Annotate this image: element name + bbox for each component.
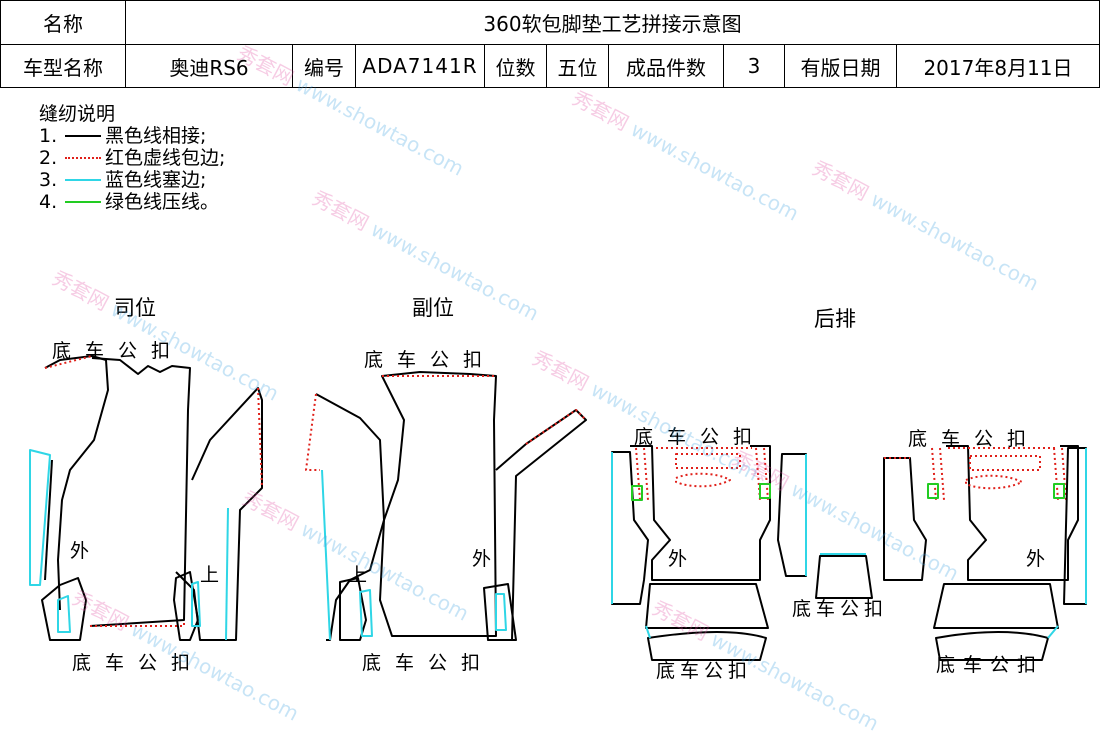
passenger-notch [483, 583, 517, 641]
rear-right-left-strip [883, 457, 927, 581]
rear-center-body [815, 555, 873, 599]
rear-left-oval [675, 472, 731, 488]
section-driver: 司位 [114, 296, 156, 320]
legend-title: 缝纫说明 [39, 103, 116, 125]
rear-right-heel-blue [1047, 625, 1059, 639]
legend-text: 黑色线相接; [105, 125, 207, 147]
clip-label-driver-bottom: 底车公扣 [72, 652, 205, 674]
legend-item-green: 4. 绿色线压线。 [39, 191, 225, 213]
passenger-main-piece [379, 371, 497, 637]
section-rear: 后排 [814, 307, 856, 331]
rear-left-heel [647, 631, 767, 661]
clip-label-rear-left-bottom: 底车公扣 [656, 660, 753, 682]
rear-right-main [946, 445, 1079, 581]
rear-right-bottom [933, 583, 1059, 629]
clip-label-passenger-bottom: 底车公扣 [362, 652, 495, 674]
driver-heel-piece [41, 577, 87, 641]
legend-item-blue: 3. 蓝色线塞边; [39, 169, 225, 191]
driver-notch-insert [191, 581, 201, 627]
rear-left-bottom [645, 583, 769, 629]
outer-label-driver: 外 [70, 540, 90, 562]
driver-right-piece [175, 387, 263, 641]
clip-label-rear-right-bottom: 底车公扣 [936, 654, 1045, 676]
rear-right-slot-green [927, 483, 939, 499]
rear-right-tunnel [969, 455, 1041, 471]
passenger-right-piece [495, 409, 587, 641]
passenger-heel-piece [339, 577, 367, 641]
rear-left-side [611, 451, 649, 605]
driver-side-strip [29, 449, 51, 586]
legend-num: 4. [39, 191, 58, 213]
driver-bottom-edge [90, 620, 185, 627]
up-label-passenger: 上 [348, 564, 368, 586]
legend-num: 3. [39, 169, 58, 191]
outer-label-rear-left: 外 [668, 548, 688, 570]
passenger-mat [305, 371, 587, 641]
rear-left-tunnel [675, 453, 741, 469]
legend-text: 红色虚线包边; [105, 147, 226, 169]
legend-text: 蓝色线塞边; [105, 169, 207, 191]
legend-item-black: 1. 黑色线相接; [39, 125, 225, 147]
outer-label-passenger: 外 [472, 548, 492, 570]
red-dotted-swatch [65, 157, 101, 159]
rear-right-slot-green-2 [1053, 483, 1065, 499]
rear-left-mat [611, 445, 807, 661]
driver-notch [173, 571, 199, 641]
driver-top-edge [44, 355, 93, 369]
rear-left-slot-red-2 [755, 447, 769, 501]
passenger-right-edge [525, 409, 587, 445]
code-label: 编号 [292, 44, 356, 88]
legend-text: 绿色线压线。 [105, 191, 220, 213]
rear-left-slot-green-2 [759, 483, 771, 499]
driver-left-edge [44, 355, 109, 611]
rear-right-slot-red [931, 447, 945, 501]
rear-center-piece [815, 553, 873, 599]
outer-label-rear-right: 外 [1026, 548, 1046, 570]
up-label-driver: 上 [200, 564, 220, 586]
legend-num: 2. [39, 147, 58, 169]
passenger-notch-insert [495, 593, 507, 631]
rear-left-main [630, 445, 771, 581]
green-line-swatch [65, 201, 101, 203]
header-table: 名称 360软包脚垫工艺拼接示意图 车型名称 奥迪RS6 编号 ADA7141R… [0, 0, 1100, 88]
sewing-legend: 缝纫说明 1. 黑色线相接; 2. 红色虚线包边; 3. 蓝色线塞边; 4. 绿… [39, 103, 225, 213]
pieces-label: 成品件数 [608, 44, 724, 88]
driver-mat [29, 355, 263, 641]
rear-left-right-strip [777, 453, 807, 577]
rear-right-oval [965, 474, 1023, 490]
passenger-heel-insert [359, 589, 373, 637]
driver-heel-insert [57, 595, 71, 633]
black-line-swatch [65, 135, 101, 137]
driver-side-seam [44, 459, 53, 581]
section-passenger: 副位 [412, 296, 454, 320]
driver-right-strip [225, 507, 229, 641]
passenger-left-edge [305, 393, 320, 471]
seats-value: 五位 [546, 44, 609, 88]
passenger-left-strip [321, 469, 331, 641]
legend-item-red: 2. 红色虚线包边; [39, 147, 225, 169]
rear-right-slot-red-2 [1053, 447, 1067, 501]
rear-right-heel [935, 631, 1049, 661]
rear-right-mat [883, 445, 1087, 661]
clip-label-rear-left-top: 底车公扣 [634, 426, 767, 448]
rear-left-slot-green [631, 485, 643, 501]
legend-num: 1. [39, 125, 58, 147]
date-label: 有版日期 [784, 44, 897, 88]
clip-label-rear-center: 底车公扣 [792, 598, 889, 620]
rear-left-slot-red [635, 447, 649, 501]
clip-label-passenger-top: 底车公扣 [364, 349, 497, 371]
clip-label-driver-top: 底车公扣 [52, 340, 185, 362]
passenger-left-piece [315, 393, 385, 641]
driver-right-edge [257, 387, 263, 489]
blue-line-swatch [65, 179, 101, 181]
model-label: 车型名称 [0, 44, 126, 88]
rear-left-heel-blue [645, 625, 651, 639]
code-value: ADA7141R [355, 44, 485, 88]
driver-main-piece [89, 357, 191, 627]
clip-label-rear-right-top: 底车公扣 [908, 428, 1041, 450]
